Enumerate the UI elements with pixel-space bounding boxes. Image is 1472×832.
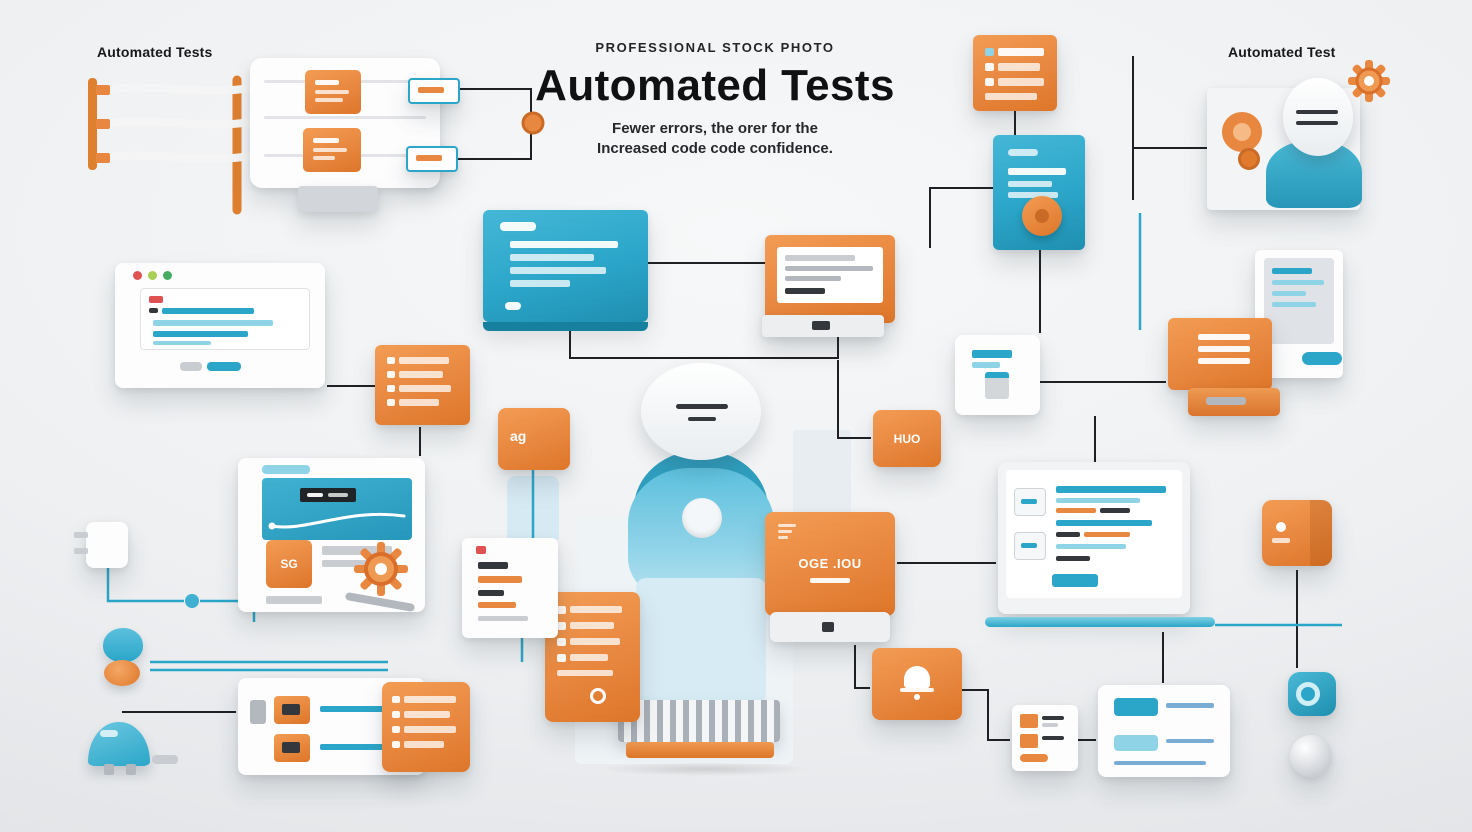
mini-table-card <box>1012 705 1078 771</box>
lens-badge-center <box>1035 209 1049 223</box>
browser-button-primary <box>207 362 241 371</box>
robot-shadow <box>600 762 810 776</box>
checklist-card-tall <box>545 592 640 722</box>
browser-button-secondary <box>180 362 202 371</box>
jellyfish-icon <box>103 628 143 662</box>
checklist-card-top <box>973 35 1057 111</box>
log-error-dot <box>476 546 486 554</box>
header-kicker: PROFESSIONAL STOCK PHOTO <box>595 40 835 55</box>
machine-port-tag-1 <box>408 78 460 104</box>
bell-icon <box>904 666 930 688</box>
browser-window <box>115 263 325 388</box>
dashboard-window: SG <box>238 458 425 613</box>
robot-robe <box>636 578 766 704</box>
huo-card: HUO <box>873 410 941 467</box>
orange-cube <box>1262 500 1332 566</box>
printer-base <box>1188 388 1280 416</box>
checklist-card-bottom <box>382 682 470 772</box>
teal-document-card <box>993 135 1085 250</box>
oge-card: OGE .IOU <box>765 512 895 616</box>
orange-ring-badge-icon <box>1222 112 1262 152</box>
orange-monitor-tray <box>762 315 884 337</box>
plug-icon <box>74 522 128 568</box>
result-tag-1 <box>1114 698 1158 716</box>
cube-glyph-icon <box>1276 522 1286 532</box>
dashboard-dark-badge <box>300 488 356 502</box>
sg-sticker: SG <box>266 540 312 588</box>
machine-sticker-2 <box>303 128 361 172</box>
header-subtitle-line1: Fewer errors, the orer for the <box>612 120 818 137</box>
gear-icon <box>1348 60 1390 102</box>
page-title: Automated Tests <box>535 61 895 110</box>
code-editor-base <box>483 322 648 331</box>
right-robot-head <box>1283 78 1353 156</box>
robot <box>575 360 875 780</box>
robot-chest-light <box>682 498 722 538</box>
steps-side-icon <box>250 700 266 724</box>
machine-sticker-1 <box>305 70 361 114</box>
step-badge-1 <box>274 696 310 724</box>
robot-eyes-line <box>676 404 728 409</box>
laptop-sidebar-item-2 <box>1014 532 1046 560</box>
laptop-screen-button <box>1052 574 1098 587</box>
gear-icon <box>354 542 408 596</box>
robot-vent-base <box>626 742 774 758</box>
orange-monitor <box>765 235 895 323</box>
package-card <box>955 335 1040 415</box>
header: PROFESSIONAL STOCK PHOTO Automated Tests… <box>450 40 980 159</box>
orange-folder-card <box>1168 318 1272 390</box>
ag-card-label: ag <box>510 428 527 444</box>
robot-head <box>641 363 761 460</box>
notification-card <box>872 648 962 720</box>
ag-card: ag <box>498 408 570 470</box>
orange-small-badge-icon <box>1238 148 1260 170</box>
traffic-light-yellow-icon <box>148 271 157 280</box>
right-robot-mouth-line <box>1296 121 1338 125</box>
report-card-button <box>1302 352 1342 365</box>
oge-tray <box>770 612 890 642</box>
traffic-light-red-icon <box>133 271 142 280</box>
corner-label-top-left: Automated Tests <box>97 44 213 60</box>
sg-sticker-label: SG <box>280 557 298 571</box>
log-card <box>462 538 558 638</box>
oge-card-label: OGE .IOU <box>798 556 862 571</box>
orange-disc-icon <box>104 660 140 686</box>
dashboard-chart-panel <box>262 478 412 540</box>
sphere-icon <box>1290 735 1332 777</box>
header-subtitle-line2: Increased code code confidence. <box>597 140 833 157</box>
machine-port-tag-2 <box>406 146 458 172</box>
robot-mouth-line <box>688 417 716 421</box>
checklist-card-left <box>375 345 470 425</box>
robot-vent <box>618 700 780 742</box>
lens-device-icon <box>1288 672 1336 716</box>
corner-label-top-right: Automated Test <box>1228 44 1336 60</box>
right-robot-eyes-line <box>1296 110 1338 114</box>
code-editor-card <box>483 210 648 322</box>
laptop-sidebar-item-1 <box>1014 488 1046 516</box>
laptop <box>998 462 1190 614</box>
machine-base <box>298 186 378 212</box>
result-tag-2 <box>1114 735 1158 751</box>
traffic-light-green-icon <box>163 271 172 280</box>
huo-card-label: HUO <box>893 432 921 446</box>
package-cube-icon <box>985 372 1009 399</box>
result-card <box>1098 685 1230 777</box>
laptop-screen <box>1006 470 1182 598</box>
laptop-base <box>985 617 1215 627</box>
step-badge-2 <box>274 734 310 762</box>
browser-code-panel <box>140 288 310 350</box>
tall-card-circle-icon <box>590 688 606 704</box>
